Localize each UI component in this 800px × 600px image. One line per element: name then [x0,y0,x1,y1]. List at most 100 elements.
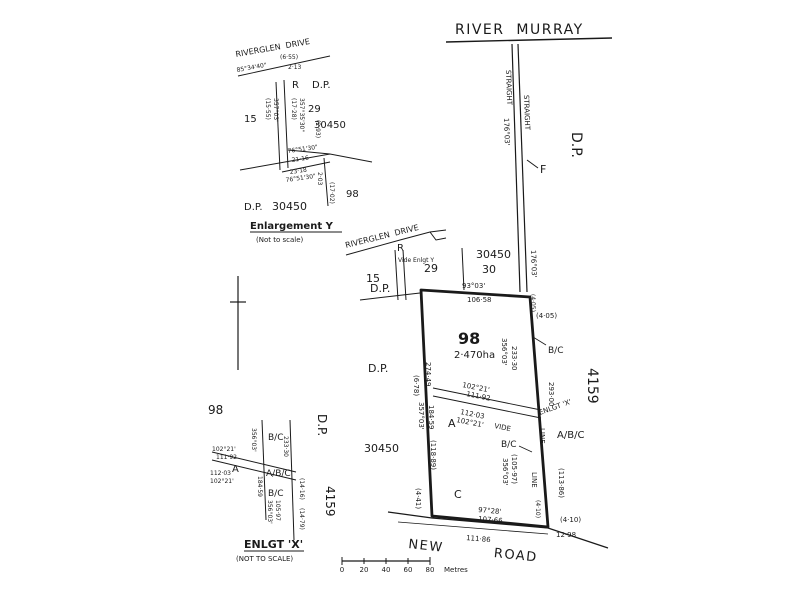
scale-tick-40: 40 [382,566,391,574]
y-brg-a: 357°03' [272,98,279,122]
x-len-2: 112·03 [210,470,231,477]
label-a: A [448,417,456,430]
x-len-184: 184·59 [256,476,263,497]
y-caption: Enlargement Y [250,221,334,232]
dp-left-label: D.P. [368,362,388,375]
right-length-2: 293·00 [547,382,555,407]
y-note: (Not to scale) [256,236,304,244]
x-caption: ENLGT 'X' [244,538,303,551]
x-boundary-right [289,419,295,541]
bottom-length: 107·66 [478,515,504,525]
riverglen-drive-kink [429,231,447,241]
len-405-corner: (4·05) [529,294,537,312]
x-bc-2: B/C [268,489,284,499]
bc-1-label: B/C [548,346,564,356]
x-brg-4: 356°03' [266,500,273,524]
y-len-c: (2·93) [314,120,321,138]
left-length-2: 184·59 [427,405,435,430]
x-brg-1: 356°03' [250,428,257,452]
top-length: 106·58 [467,296,492,304]
right-length-4: (113·86) [557,468,565,498]
right-length-3: (105·97) [510,454,518,484]
plan-4159-label: 4159 [584,368,600,404]
lot-29-label: 29 [424,262,438,275]
label-vide: VIDE [494,422,512,433]
right-bearing-3: 356°03' [501,458,509,486]
straight-bearing: 176°03' [502,118,511,146]
scale-bar: 0 20 40 60 80 Metres [340,557,468,574]
road-r-label: R [397,243,404,254]
river-murray-road-line [445,37,613,43]
x-line-a-lower [211,459,297,481]
bc-1-leader [532,336,547,346]
y-len-top: (6·55) [280,54,298,61]
x-len-1: 111·92 [216,454,237,461]
straight-label: STRAIGHT [504,70,513,106]
y-lot-98: 98 [346,189,359,200]
scale-tick-20: 20 [360,566,369,574]
x-len-1479: (14·79) [298,508,305,530]
new-road-line-lower [397,521,549,535]
enlargement-y: RIVERGLEN DRIVE 85°34'40" (6·55) 2·13 R … [235,37,373,244]
line-a-lower [432,395,542,419]
right-bearing-1: 356°03' [500,338,508,366]
new-road-line-upper [387,511,609,549]
y-dp2-label: D.P. [244,202,263,213]
y-brg-low: 76°51'30" [285,173,316,184]
len-410-left: (4·10) [534,500,541,518]
x-a: A [232,464,239,475]
straight-boundary-right [517,43,528,293]
riverglen-drive-label: RIVERGLEN DRIVE [344,223,419,250]
x-len-1416: (14·16) [298,478,305,500]
y-30450: 30450 [314,120,346,131]
y-len-a: (15·55) [264,98,271,120]
x-bc-1: B/C [268,433,284,443]
y-riverglen-drive-label: RIVERGLEN DRIVE [235,37,311,59]
y-30450b: 30450 [272,200,307,213]
scale-tick-80: 80 [426,566,435,574]
label-a-bc: A/B/C [557,430,584,441]
y-mid-line [287,149,331,155]
y-boundary-b [283,79,289,169]
scale-unit: Metres [444,566,468,574]
scale-tick-60: 60 [404,566,413,574]
y-road-line [237,55,331,77]
len-405-top: (4·05) [536,312,557,320]
scale-tick-0: 0 [340,566,344,574]
enlargement-x: 98 D.P. B/C 233·30 356°03' 102°21' 111·9… [208,403,337,563]
y-brg-mid: 76°51'30" [287,144,318,155]
bottom-length-2: 111·86 [466,534,492,544]
len-1298: 12·98 [556,531,576,539]
scale-bar-ticks [341,557,431,565]
main-plan: RIVER MURRAY STRAIGHT 176°03' STRAIGHT F… [344,22,613,566]
line-label-2: LINE [530,472,538,488]
y-len-203: 2·03 [316,172,323,186]
lot-30-label: 30 [482,263,496,276]
straight-label-2: STRAIGHT [522,95,531,131]
label-f-leader [526,159,539,169]
right-length-1: 233·30 [510,346,518,371]
dp-30450-left: 30450 [364,442,399,455]
x-boundary-left [261,419,267,521]
lot-98-boundary [419,288,550,529]
x-note: (NOT TO SCALE) [236,555,293,563]
vide-enlgt-y-label: Vide Enlgt Y [398,257,434,264]
label-f: F [540,163,546,176]
straight-boundary-left [511,43,521,293]
bc-2-label: B/C [501,440,517,450]
x-dp: D.P. [315,414,329,436]
lot-15-label: 15 [366,272,380,285]
straight-bearing-lower: 176°03' [529,250,538,278]
line-a-upper [432,387,542,411]
y-brg-b: 357°35'30" [298,98,305,132]
top-bearing: 93°03' [462,282,485,290]
y-bearing-top: 85°34'40" [236,62,267,74]
y-len-mid: 21·16 [291,155,309,164]
y-right-boundary [323,157,329,207]
bottom-bearing: 97°28' [478,506,502,516]
line-label: LINE [538,428,546,444]
y-lot-29: 29 [308,104,321,115]
x-4159: 4159 [323,486,337,517]
y-len-1702: (17·02) [328,182,335,204]
x-line-a-upper [211,451,297,473]
